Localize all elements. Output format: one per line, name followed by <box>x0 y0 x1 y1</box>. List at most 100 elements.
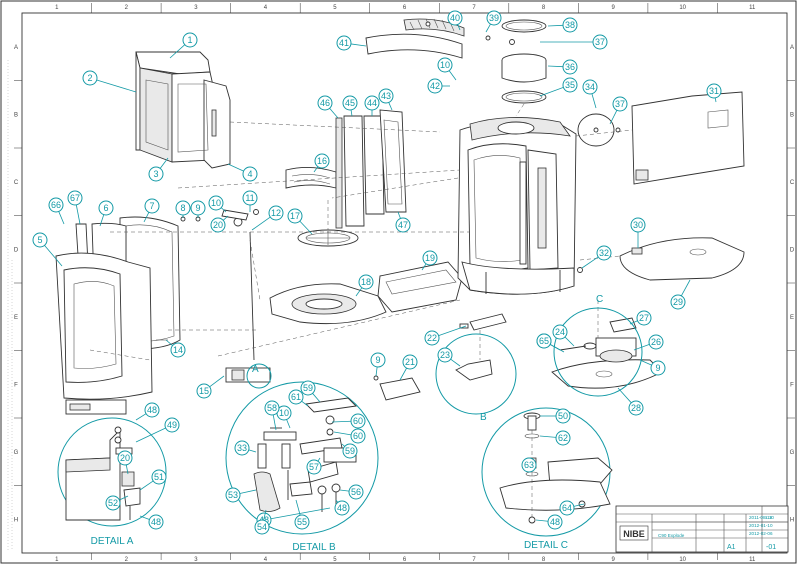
callout-number: 61 <box>291 392 301 402</box>
callout-leader <box>75 204 81 225</box>
callout-16: 16 <box>313 153 330 173</box>
column-label-top: 11 <box>749 5 756 11</box>
margin-revision-note <box>7 60 13 550</box>
callout-balloon <box>144 198 160 214</box>
callout-balloon <box>148 166 164 182</box>
callout-9: 9 <box>370 352 386 377</box>
callout-number: 47 <box>398 220 408 230</box>
column-label-top: 3 <box>194 5 198 11</box>
callout-64: 64 <box>559 500 585 516</box>
callout-number: 67 <box>70 193 80 203</box>
callout-number: 52 <box>108 498 118 508</box>
row-label-right: H <box>790 517 794 523</box>
callout-number: 55 <box>297 517 307 527</box>
callout-number: 9 <box>195 203 200 213</box>
callout-39: 39 <box>485 10 502 33</box>
callout-leader <box>397 211 401 219</box>
callout-balloon <box>628 400 644 416</box>
callout-40: 40 <box>447 10 463 31</box>
callout-17: 17 <box>287 208 313 235</box>
callout-number: 50 <box>558 411 568 421</box>
callout-54: 54 <box>254 509 270 535</box>
callout-balloon <box>342 95 358 111</box>
column-label-bottom: 9 <box>611 557 615 563</box>
callout-35: 35 <box>539 77 578 97</box>
callout-leader <box>222 215 229 221</box>
callout-balloon <box>105 495 121 511</box>
callout-leader <box>350 109 353 117</box>
callout-balloon <box>67 190 83 206</box>
callout-leader <box>633 344 650 351</box>
callout-number: 38 <box>565 20 575 30</box>
callout-44: 44 <box>364 95 380 116</box>
row-label-right: B <box>790 112 794 118</box>
callout-number: 28 <box>631 403 641 413</box>
column-label-bottom: 2 <box>125 557 129 563</box>
callout-number: 9 <box>655 363 660 373</box>
side-glass-panels <box>335 109 407 229</box>
callout-balloon <box>486 10 502 26</box>
column-label-top: 5 <box>333 5 337 11</box>
callout-balloon <box>547 514 563 530</box>
callout-balloon <box>268 205 284 221</box>
callout-number: 21 <box>405 357 415 367</box>
callout-9: 9 <box>639 359 666 376</box>
callout-leader <box>341 443 345 447</box>
callout-balloon <box>350 413 366 429</box>
callout-balloon <box>648 334 664 350</box>
callout-8: 8 <box>175 200 191 218</box>
callout-balloon <box>306 459 322 475</box>
callout-20: 20 <box>117 450 133 475</box>
callout-leader <box>399 367 407 381</box>
callout-balloon <box>182 32 198 48</box>
callout-59: 59 <box>300 380 321 403</box>
callout-leader <box>457 24 461 31</box>
callout-leader <box>485 23 491 33</box>
callout-balloon <box>402 354 418 370</box>
detail-c: DETAIL C <box>481 407 613 551</box>
callout-leader <box>169 44 186 59</box>
callout-balloon <box>562 77 578 93</box>
callout-leader <box>295 499 301 516</box>
callout-number: 20 <box>120 453 130 463</box>
callout-38: 38 <box>547 17 578 33</box>
callout-28: 28 <box>617 387 644 416</box>
callout-balloon <box>636 310 652 326</box>
callout-10: 10 <box>208 195 227 213</box>
callout-balloon <box>48 197 64 213</box>
sheet-number: -01 <box>766 544 776 551</box>
callout-leader <box>629 320 638 325</box>
callout-leader <box>248 449 257 453</box>
callout-leader <box>99 214 105 227</box>
callout-number: 29 <box>673 297 683 307</box>
callout-balloon <box>342 443 358 459</box>
callout-balloon <box>427 78 443 94</box>
date-created: 2011-08-18 <box>749 515 773 520</box>
callout-22: 22 <box>424 325 467 346</box>
column-label-bottom: 3 <box>194 557 198 563</box>
callout-balloon <box>242 166 258 182</box>
callout-48: 48 <box>535 514 563 530</box>
callout-leader <box>329 108 339 119</box>
callout-balloon <box>82 70 98 86</box>
callout-number: 40 <box>450 13 460 23</box>
detail-a-title: DETAIL A <box>91 536 134 547</box>
callout-leader <box>535 519 549 522</box>
callout-52: 52 <box>105 495 129 511</box>
callout-leader <box>714 97 717 103</box>
column-label-bottom: 11 <box>749 557 756 563</box>
detail-marker-b <box>435 333 517 415</box>
sheet-format: A1 <box>727 544 736 551</box>
callout-leader <box>299 220 313 235</box>
callout-number: 7 <box>149 201 154 211</box>
callout-balloon <box>287 208 303 224</box>
callout-balloon <box>234 440 250 456</box>
row-label-left: E <box>14 315 18 321</box>
callout-leader <box>450 358 461 367</box>
callout-balloon <box>364 95 380 111</box>
callout-leader <box>547 65 564 68</box>
callout-31: 31 <box>706 83 722 103</box>
callout-balloon <box>378 88 394 104</box>
callout-leader <box>313 166 319 173</box>
